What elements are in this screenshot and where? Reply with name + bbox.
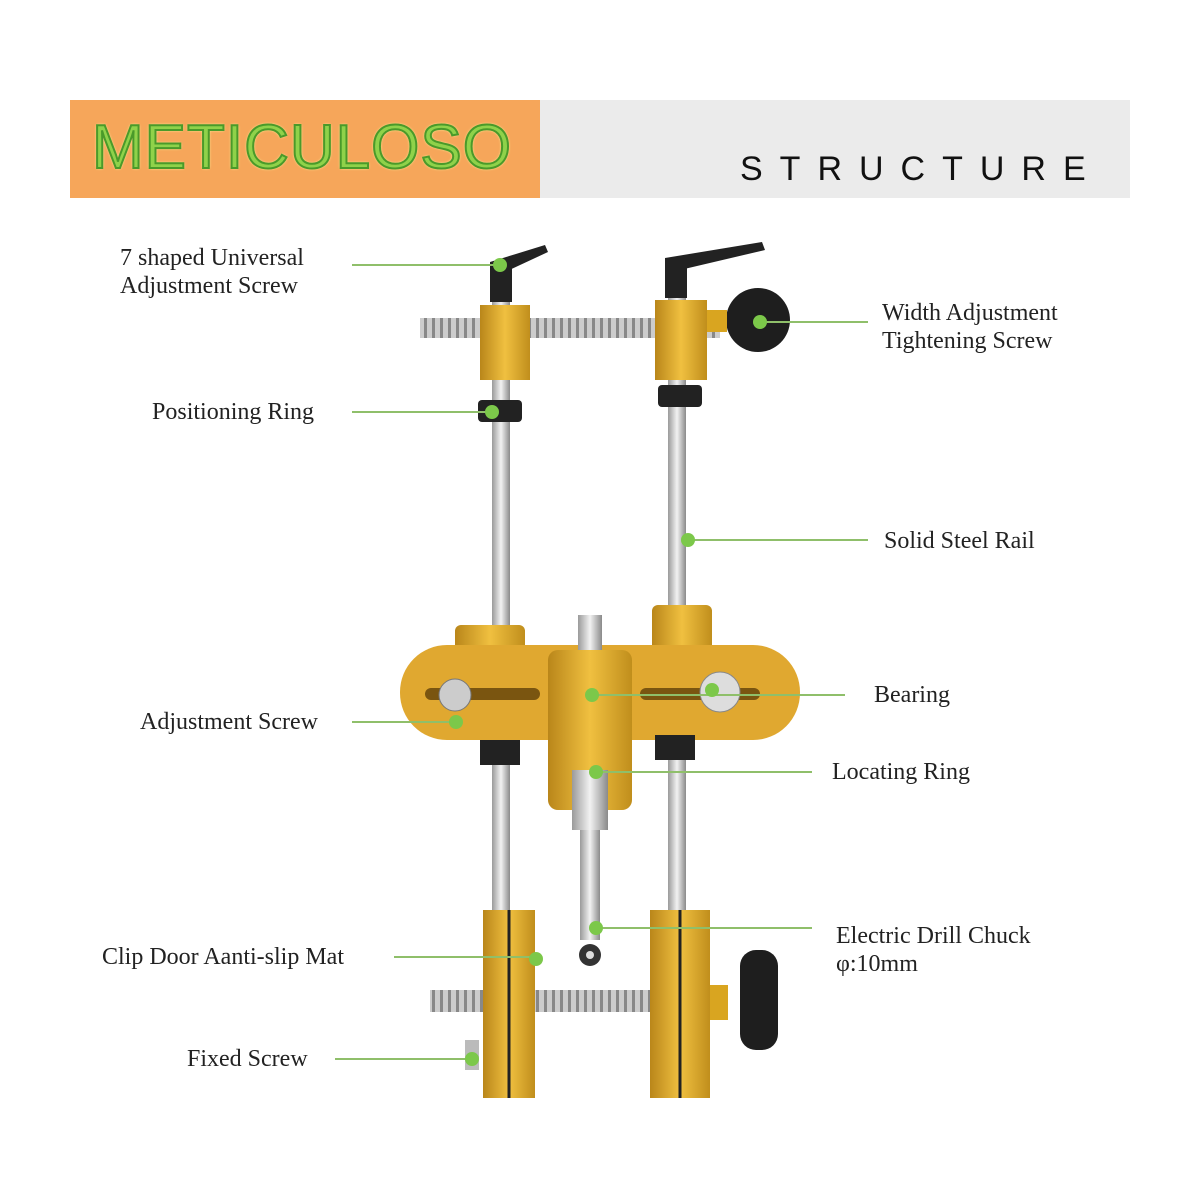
label-fixed-screw: Fixed Screw	[187, 1046, 308, 1072]
marker-dot	[449, 715, 463, 729]
label-line: 7 shaped Universal	[120, 245, 304, 271]
label-anti-slip-mat: Clip Door Aanti-slip Mat	[102, 944, 344, 970]
marker-dot	[485, 405, 499, 419]
label-line: Width Adjustment	[882, 300, 1058, 326]
marker-dot	[493, 258, 507, 272]
marker-dot	[705, 683, 719, 697]
marker-dot	[529, 952, 543, 966]
bearing	[699, 671, 741, 713]
label-width-adjustment-screw: Width Adjustment Tightening Screw	[882, 299, 1058, 355]
center-column	[548, 650, 632, 810]
label-line: Tightening Screw	[882, 328, 1053, 354]
label-line: φ:10mm	[836, 951, 918, 977]
drill-shaft	[572, 770, 608, 830]
label-universal-adjustment-screw: 7 shaped Universal Adjustment Screw	[120, 244, 304, 300]
bottom-threaded-rod	[430, 990, 670, 1012]
top-left-block	[480, 305, 530, 380]
marker-dot	[681, 533, 695, 547]
marker-dot	[753, 315, 767, 329]
label-line: Electric Drill Chuck	[836, 923, 1031, 949]
label-solid-steel-rail: Solid Steel Rail	[884, 528, 1035, 554]
label-electric-drill-chuck: Electric Drill Chuck φ:10mm	[836, 922, 1031, 978]
guide-pin	[578, 615, 602, 655]
label-positioning-ring: Positioning Ring	[152, 399, 315, 425]
marker-dot	[589, 921, 603, 935]
brand-logo-text: METICULOSO	[91, 112, 512, 183]
label-bearing: Bearing	[874, 682, 950, 708]
title-banner	[540, 100, 1130, 198]
top-right-block	[655, 300, 707, 380]
label-line: Adjustment Screw	[120, 273, 298, 299]
marker-dot	[585, 688, 599, 702]
adjustment-screw-head	[438, 678, 472, 712]
label-locating-ring: Locating Ring	[832, 759, 970, 785]
positioning-ring	[658, 385, 702, 407]
brand-banner	[70, 100, 540, 198]
section-title: STRUCTURE	[740, 150, 1103, 188]
marker-dot	[465, 1052, 479, 1066]
marker-dot	[589, 765, 603, 779]
lever-icon	[665, 242, 765, 270]
knob-icon	[740, 950, 778, 1050]
drill-shaft	[580, 830, 600, 940]
label-adjustment-screw: Adjustment Screw	[140, 709, 318, 735]
